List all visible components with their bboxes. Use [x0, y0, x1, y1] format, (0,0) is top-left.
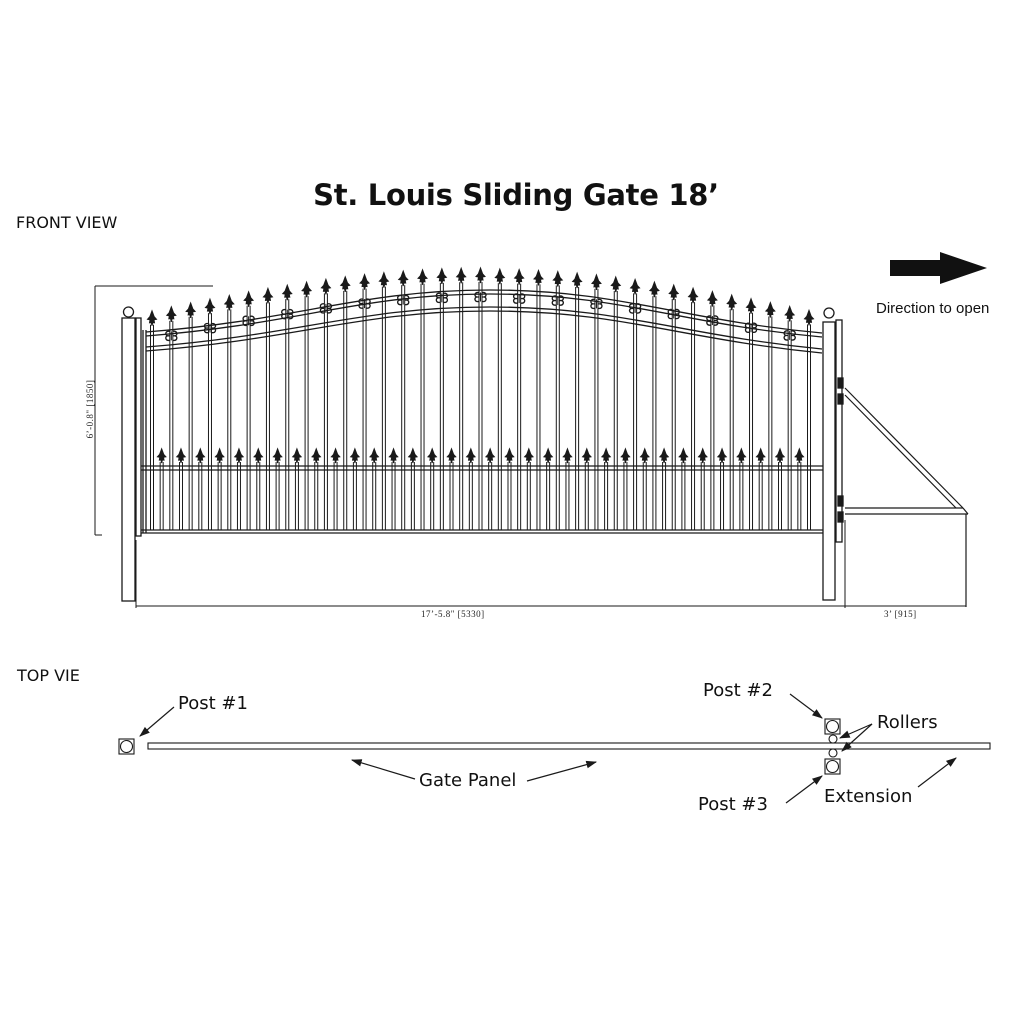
drawing-title: St. Louis Sliding Gate 18’: [0, 178, 1024, 212]
extension-bracket: [844, 387, 969, 607]
callout-gate-panel: Gate Panel: [419, 770, 517, 791]
direction-label: Direction to open: [876, 300, 990, 317]
post-2-front: [822, 307, 844, 601]
callout-extension: Extension: [824, 786, 913, 807]
width-dimension: 17’-5.8" [5330]: [421, 609, 485, 619]
gate-panel-bar: [147, 742, 991, 750]
callout-rollers: Rollers: [877, 712, 938, 733]
width-dimension-line: [135, 520, 966, 608]
drawing-title-text: St. Louis Sliding Gate 18’: [313, 178, 719, 212]
height-dimension-line: [94, 285, 213, 536]
callout-post-1: Post #1: [178, 693, 248, 714]
top-view: [118, 693, 991, 804]
callout-arrows: [139, 693, 957, 804]
post-1-front: [121, 306, 142, 602]
callout-post-2: Post #2: [703, 680, 773, 701]
post-3-top: [824, 748, 841, 775]
post-2-top: [824, 718, 841, 744]
gate-pickets: [147, 267, 814, 530]
callout-post-3: Post #3: [698, 794, 768, 815]
front-view-label: FRONT VIEW: [16, 213, 118, 232]
extension-dimension: 3’ [915]: [884, 609, 917, 619]
top-view-label: TOP VIE: [17, 666, 80, 685]
arrow-right-icon: [890, 252, 987, 284]
post-1-top: [118, 738, 135, 755]
front-view: [94, 267, 969, 608]
